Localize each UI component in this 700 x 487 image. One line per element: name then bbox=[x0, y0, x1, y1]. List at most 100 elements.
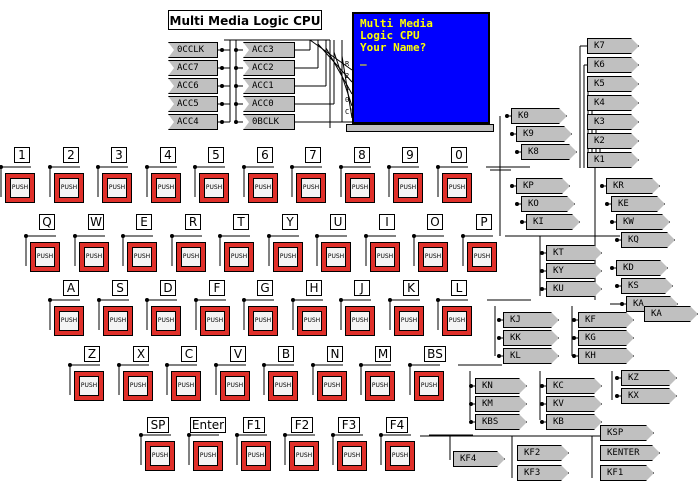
push-button-f[interactable]: PUSH bbox=[200, 306, 230, 336]
push-button-x[interactable]: PUSH bbox=[123, 371, 153, 401]
push-button-o[interactable]: PUSH bbox=[418, 242, 448, 272]
signal-pin: K1 bbox=[587, 152, 639, 168]
push-button-face: PUSH bbox=[472, 247, 492, 267]
wire bbox=[341, 55, 353, 119]
signal-pin: ACC0 bbox=[243, 96, 295, 112]
push-button-k[interactable]: PUSH bbox=[394, 306, 424, 336]
push-button-y[interactable]: PUSH bbox=[273, 242, 303, 272]
push-button-q[interactable]: PUSH bbox=[30, 242, 60, 272]
push-button-face: PUSH bbox=[108, 311, 128, 331]
signal-pin: KR bbox=[606, 178, 660, 194]
key-label-2: 2 bbox=[63, 147, 79, 163]
push-button-face: PUSH bbox=[322, 376, 342, 396]
push-button-m[interactable]: PUSH bbox=[365, 371, 395, 401]
push-button-a[interactable]: PUSH bbox=[54, 306, 84, 336]
key-label-l: L bbox=[451, 280, 467, 296]
push-button-face: PUSH bbox=[156, 178, 176, 198]
push-button-6[interactable]: PUSH bbox=[248, 173, 278, 203]
push-button-n[interactable]: PUSH bbox=[317, 371, 347, 401]
push-button-s[interactable]: PUSH bbox=[103, 306, 133, 336]
key-label-enter: Enter bbox=[190, 417, 226, 433]
signal-pin: KV bbox=[546, 396, 602, 412]
key-label-x: X bbox=[133, 346, 149, 362]
signal-pin: K7 bbox=[587, 38, 639, 54]
screen-line: Multi Media bbox=[360, 17, 433, 30]
signal-pin: KF3 bbox=[517, 465, 569, 481]
push-button-face: PUSH bbox=[205, 311, 225, 331]
push-button-face: PUSH bbox=[390, 446, 410, 466]
push-button-enter[interactable]: PUSH bbox=[193, 441, 223, 471]
key-label-v: V bbox=[230, 346, 246, 362]
push-button-1[interactable]: PUSH bbox=[5, 173, 35, 203]
push-button-r[interactable]: PUSH bbox=[176, 242, 206, 272]
signal-pin: KF4 bbox=[453, 451, 505, 467]
key-label-y: Y bbox=[282, 214, 298, 230]
push-button-9[interactable]: PUSH bbox=[393, 173, 423, 203]
push-button-e[interactable]: PUSH bbox=[127, 242, 157, 272]
push-button-h[interactable]: PUSH bbox=[297, 306, 327, 336]
push-button-bs[interactable]: PUSH bbox=[414, 371, 444, 401]
push-button-f3[interactable]: PUSH bbox=[337, 441, 367, 471]
key-label-k: K bbox=[403, 280, 419, 296]
signal-pin: K6 bbox=[587, 57, 639, 73]
push-button-7[interactable]: PUSH bbox=[296, 173, 326, 203]
key-label-9: 9 bbox=[402, 147, 418, 163]
push-button-t[interactable]: PUSH bbox=[224, 242, 254, 272]
push-button-face: PUSH bbox=[375, 247, 395, 267]
push-button-v[interactable]: PUSH bbox=[220, 371, 250, 401]
push-button-sp[interactable]: PUSH bbox=[145, 441, 175, 471]
signal-pin: 0BCLK bbox=[243, 114, 295, 130]
key-label-j: J bbox=[354, 280, 370, 296]
signal-pin: KM bbox=[475, 396, 527, 412]
signal-pin: KA bbox=[644, 306, 698, 322]
push-button-w[interactable]: PUSH bbox=[79, 242, 109, 272]
signal-pin: KS bbox=[621, 278, 673, 294]
signal-pin: K2 bbox=[587, 133, 639, 149]
page-title: Multi Media Logic CPU bbox=[168, 10, 322, 30]
push-button-z[interactable]: PUSH bbox=[74, 371, 104, 401]
push-button-l[interactable]: PUSH bbox=[442, 306, 472, 336]
signal-pin: ACC6 bbox=[168, 78, 218, 94]
push-button-3[interactable]: PUSH bbox=[102, 173, 132, 203]
key-label-q: Q bbox=[39, 214, 55, 230]
push-button-p[interactable]: PUSH bbox=[467, 242, 497, 272]
signal-pin: KY bbox=[546, 263, 602, 279]
push-button-0[interactable]: PUSH bbox=[442, 173, 472, 203]
push-button-f1[interactable]: PUSH bbox=[241, 441, 271, 471]
push-button-4[interactable]: PUSH bbox=[151, 173, 181, 203]
push-button-face: PUSH bbox=[398, 178, 418, 198]
signal-pin: KN bbox=[475, 378, 527, 394]
key-label-u: U bbox=[330, 214, 346, 230]
push-button-d[interactable]: PUSH bbox=[151, 306, 181, 336]
push-button-face: PUSH bbox=[181, 247, 201, 267]
key-label-a: A bbox=[63, 280, 79, 296]
push-button-face: PUSH bbox=[128, 376, 148, 396]
key-label-7: 7 bbox=[305, 147, 321, 163]
push-button-u[interactable]: PUSH bbox=[321, 242, 351, 272]
push-button-g[interactable]: PUSH bbox=[248, 306, 278, 336]
screen-cursor: _ bbox=[360, 53, 367, 66]
push-button-f2[interactable]: PUSH bbox=[289, 441, 319, 471]
key-label-g: G bbox=[257, 280, 273, 296]
key-label-f3: F3 bbox=[338, 417, 360, 433]
signal-pin: K0 bbox=[511, 108, 567, 124]
push-button-c[interactable]: PUSH bbox=[171, 371, 201, 401]
key-label-n: N bbox=[327, 346, 343, 362]
push-button-face: PUSH bbox=[370, 376, 390, 396]
push-button-5[interactable]: PUSH bbox=[199, 173, 229, 203]
signal-pin: ACC2 bbox=[243, 60, 295, 76]
push-button-f4[interactable]: PUSH bbox=[385, 441, 415, 471]
signal-pin: 0CCLK bbox=[168, 42, 218, 58]
push-button-j[interactable]: PUSH bbox=[345, 306, 375, 336]
push-button-b[interactable]: PUSH bbox=[268, 371, 298, 401]
push-button-i[interactable]: PUSH bbox=[370, 242, 400, 272]
cpu-display-screen: Multi Media Logic CPU Your Name? _ bbox=[352, 12, 490, 124]
push-button-2[interactable]: PUSH bbox=[54, 173, 84, 203]
screen-line: Your Name? bbox=[360, 41, 427, 54]
push-button-face: PUSH bbox=[176, 376, 196, 396]
push-button-8[interactable]: PUSH bbox=[345, 173, 375, 203]
push-button-face: PUSH bbox=[326, 247, 346, 267]
key-label-s: S bbox=[112, 280, 128, 296]
key-label-t: T bbox=[233, 214, 249, 230]
